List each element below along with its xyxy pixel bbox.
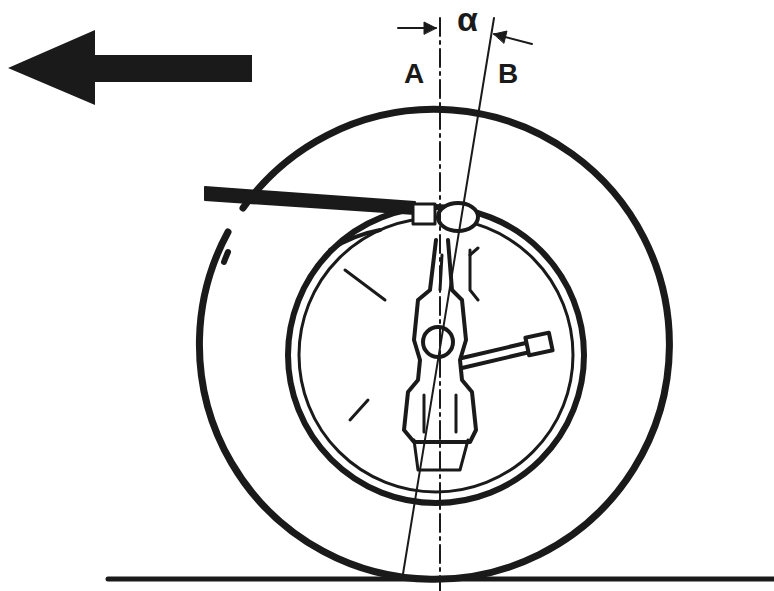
direction-arrow bbox=[8, 30, 252, 105]
hub bbox=[423, 327, 453, 357]
dimension-arrowhead bbox=[494, 31, 507, 43]
knuckle-detail bbox=[470, 250, 478, 300]
rim-detail bbox=[350, 400, 368, 420]
dimension-arrowhead bbox=[424, 22, 436, 34]
steering-arm bbox=[205, 187, 415, 214]
kingpin-axis bbox=[402, 18, 494, 580]
lever-end bbox=[525, 333, 552, 356]
tire-fragment bbox=[224, 252, 228, 262]
rim-detail bbox=[345, 270, 385, 300]
angle-label: α bbox=[457, 2, 478, 36]
axis-label: A bbox=[404, 60, 424, 88]
ball-joint bbox=[438, 203, 478, 231]
rim-detail bbox=[330, 230, 380, 250]
lever-arm bbox=[462, 342, 530, 368]
axis-label: B bbox=[498, 60, 518, 88]
vertical-axis bbox=[439, 18, 441, 591]
rim-inner bbox=[299, 218, 573, 492]
rim-outer bbox=[288, 207, 584, 503]
arm-socket bbox=[413, 204, 435, 224]
tire-outline bbox=[199, 109, 669, 579]
